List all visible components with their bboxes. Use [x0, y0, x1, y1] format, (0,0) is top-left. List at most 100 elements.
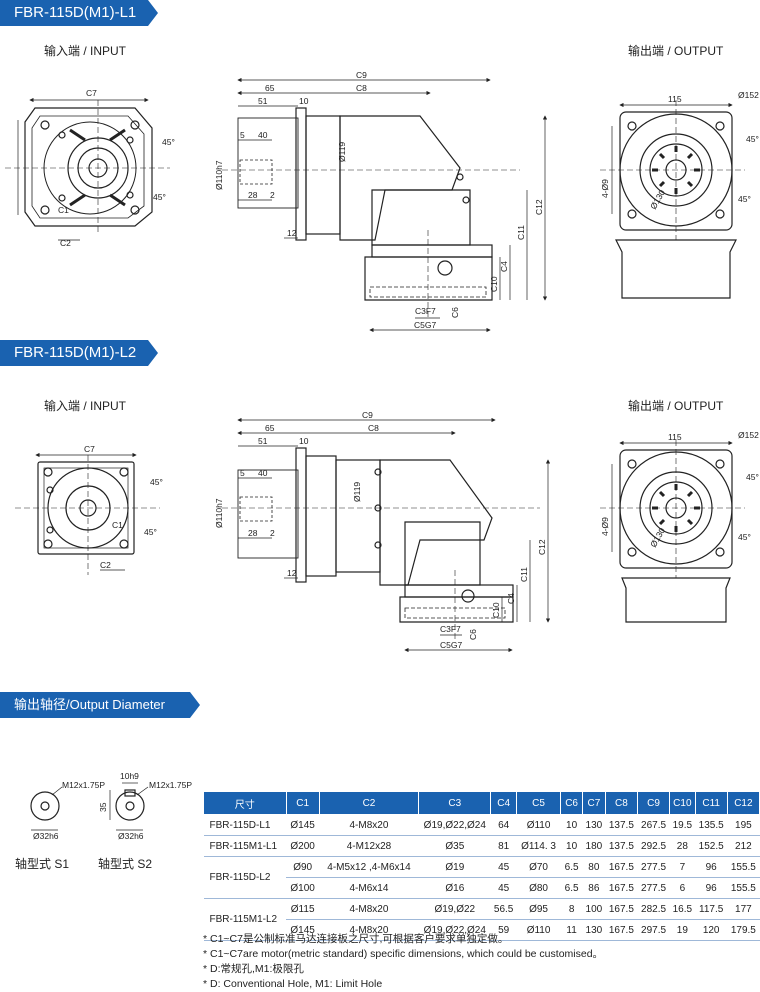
l2-d4x9-label: 4-Ø9	[600, 517, 610, 536]
table-cell: 137.5	[605, 814, 638, 836]
header-cell: C5	[515, 791, 562, 815]
model-cell: FBR-115M1-L2	[203, 898, 287, 941]
table-cell: 167.5	[605, 877, 638, 899]
note-line: * C1~C7are motor(metric standard) specif…	[203, 948, 604, 960]
header-cell: C2	[318, 791, 420, 815]
l2-c7-label: C7	[84, 444, 95, 454]
table-cell: Ø100	[286, 877, 320, 899]
l2-d12-label: 12	[287, 568, 297, 578]
l1-side-view	[222, 77, 548, 333]
l2-d152-label: Ø152	[738, 430, 759, 440]
table-cell: 6.5	[560, 856, 583, 878]
l1-d28-label: 28	[248, 190, 258, 200]
l2-d10-label: 10	[299, 436, 309, 446]
table-cell: 4-M6x14	[319, 877, 419, 899]
l2-d115-label: 115	[668, 432, 682, 442]
table-cell: Ø200	[286, 835, 320, 857]
note-line: * D: Conventional Hole, M1: Limit Hole	[203, 978, 383, 990]
l2-c1-label: C1	[112, 520, 123, 530]
table-cell: 277.5	[637, 877, 670, 899]
table-cell: 80	[582, 856, 606, 878]
header-cell: C8	[604, 791, 638, 815]
model-cell: FBR-115D-L1	[203, 814, 287, 836]
table-cell: 195	[727, 814, 760, 836]
header-cell: C1	[285, 791, 320, 815]
l2-d5-label: 5	[240, 468, 245, 478]
section-title-l1: FBR-115D(M1)-L1	[0, 0, 158, 26]
table-cell: 4-M8x20	[319, 898, 419, 920]
table-cell: 16.5	[669, 898, 696, 920]
l1-d130-label: Ø130	[648, 188, 667, 211]
table-cell: Ø19,Ø22	[418, 898, 491, 920]
table-cell: 179.5	[727, 919, 760, 941]
l1-c4-label: C4	[499, 261, 509, 272]
shaft-s1-label: 轴型式 S1	[15, 857, 70, 871]
table-cell: 277.5	[637, 856, 670, 878]
table-cell: 11	[560, 919, 583, 941]
header-cell: C7	[581, 791, 606, 815]
table-cell: Ø19,Ø22,Ø24	[418, 814, 491, 836]
s2-len-label: 35	[98, 802, 108, 812]
table-cell: 155.5	[727, 877, 760, 899]
l2-d65-label: 65	[265, 423, 275, 433]
table-cell: 167.5	[605, 898, 638, 920]
s1-dia-label: Ø32h6	[33, 831, 59, 841]
table-cell: 212	[727, 835, 760, 857]
l1-d2-label: 2	[270, 190, 275, 200]
table-cell: 4-M5x12 ,4-M6x14	[319, 856, 419, 878]
l1-d5-label: 5	[240, 130, 245, 140]
l1-c8-label: C8	[356, 83, 367, 93]
header-cell: C4	[490, 791, 517, 815]
l2-c5-label: C5G7	[440, 640, 462, 650]
table-cell: 167.5	[605, 856, 638, 878]
table-cell: 6.5	[560, 877, 583, 899]
l2-c9-label: C9	[362, 410, 373, 420]
l1-c2-label: C2	[60, 238, 71, 248]
s2-dia-label: Ø32h6	[118, 831, 144, 841]
output-label-l2: 输出端 / OUTPUT	[628, 399, 724, 413]
l1-angle-2: 45°	[153, 192, 166, 202]
l2-c8-label: C8	[368, 423, 379, 433]
l1-out-angle-2: 45°	[738, 194, 751, 204]
l2-d2-label: 2	[270, 528, 275, 538]
l2-out-angle-2: 45°	[738, 532, 751, 542]
table-cell: 117.5	[695, 898, 728, 920]
table-cell: Ø145	[286, 919, 320, 941]
header-cell: C3	[418, 791, 492, 815]
table-cell: 8	[560, 898, 583, 920]
l2-angle-2: 45°	[144, 527, 157, 537]
l2-output-view	[600, 440, 745, 623]
table-cell: 135.5	[695, 814, 728, 836]
table-cell: 155.5	[727, 856, 760, 878]
l2-c11-label: C11	[519, 567, 529, 582]
l2-d110-label: Ø110h7	[214, 498, 224, 528]
header-cell: C12	[726, 791, 760, 815]
table-cell: 28	[669, 835, 696, 857]
header-cell: C6	[560, 791, 583, 815]
table-cell: 100	[582, 898, 606, 920]
l2-c3-label: C3F7	[440, 624, 461, 634]
table-cell: 180	[582, 835, 606, 857]
note-line: * C1~C7是公制标准马达连接板之尺寸,可根据客户要求单独定做。	[203, 933, 509, 945]
section-title-l2: FBR-115D(M1)-L2	[0, 340, 158, 366]
s2-key-label: 10h9	[120, 771, 139, 781]
footnotes: * C1~C7是公制标准马达连接板之尺寸,可根据客户要求单独定做。 * C1~C…	[203, 932, 603, 992]
l1-d65-label: 65	[265, 83, 275, 93]
table-cell: 10	[560, 835, 583, 857]
l2-d40-label: 40	[258, 468, 268, 478]
l1-out-angle-1: 45°	[746, 134, 759, 144]
table-cell: Ø90	[286, 856, 320, 878]
l2-c4-label: C4	[506, 593, 516, 604]
l1-c3-label: C3F7	[415, 306, 436, 316]
l1-d115-label: 115	[668, 94, 682, 104]
l1-c10-label: C10	[489, 276, 499, 292]
l2-side-view	[222, 417, 551, 653]
table-cell: 10	[560, 814, 583, 836]
table-cell: 4-M8x20	[319, 814, 419, 836]
l1-angle-1: 45°	[162, 137, 175, 147]
l1-input-view	[5, 97, 170, 241]
table-cell: 167.5	[605, 919, 638, 941]
table-cell: Ø35	[418, 835, 491, 857]
l1-d110-label: Ø110h7	[214, 160, 224, 190]
